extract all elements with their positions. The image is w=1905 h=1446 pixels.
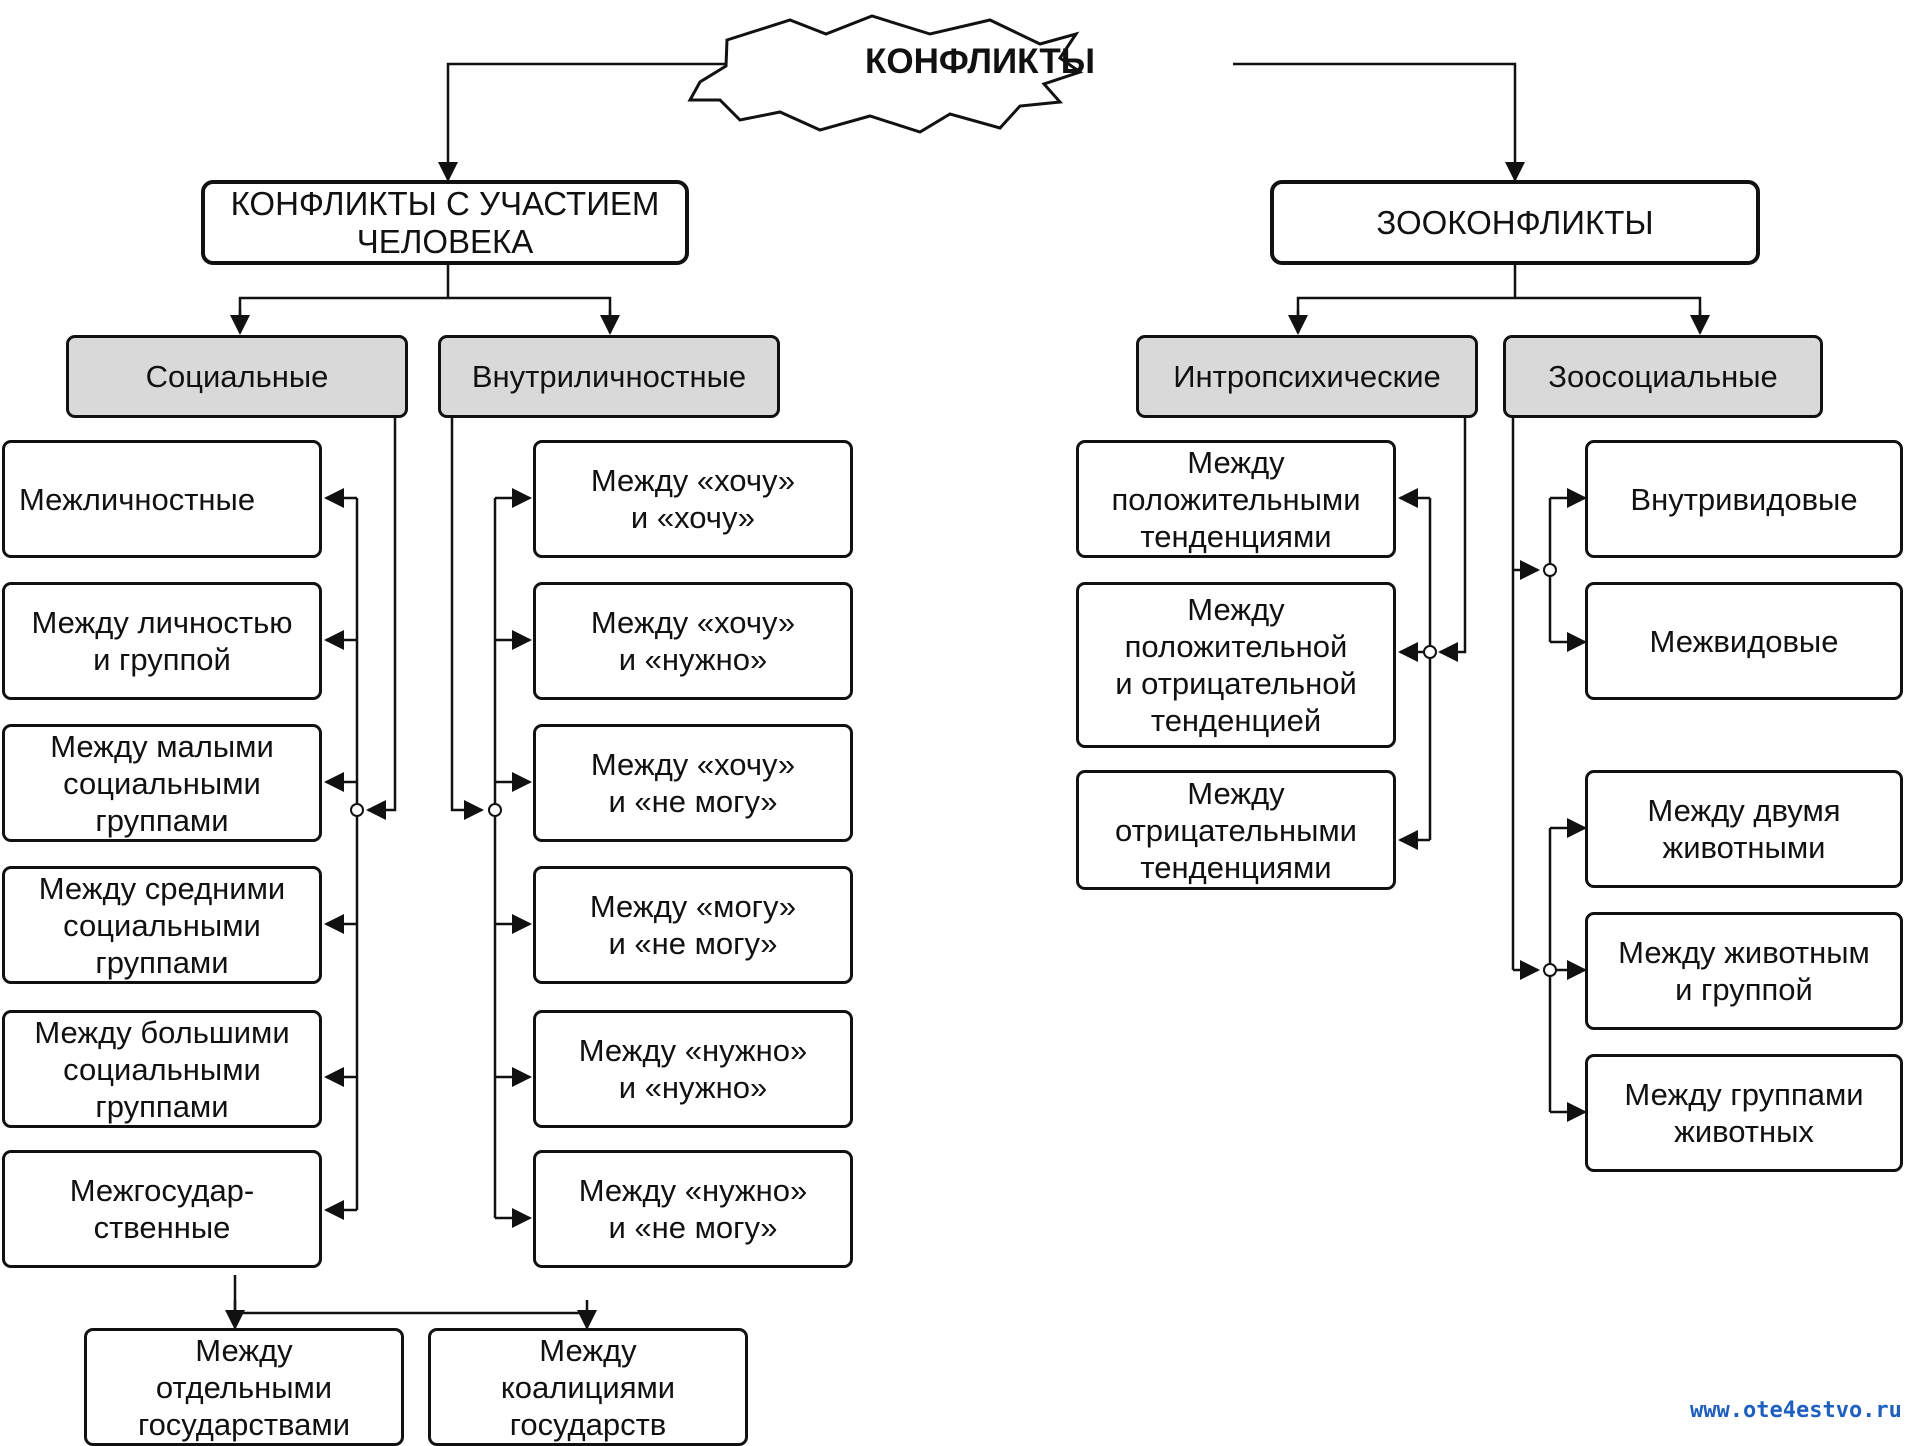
zoosocial-item-label: Между группами животных xyxy=(1624,1077,1864,1149)
social-item-label: Межгосудар- ственные xyxy=(69,1173,255,1245)
social-item: Между большими социальными группами xyxy=(2,1010,322,1128)
social-item: Межличностные xyxy=(2,440,322,558)
zoosocial-item: Межвидовые xyxy=(1585,582,1903,700)
intrapersonal-item: Между «могу» и «не могу» xyxy=(533,866,853,984)
intrapersonal-item-label: Между «хочу» и «хочу» xyxy=(590,463,796,535)
social-item-label: Межличностные xyxy=(19,481,256,517)
intrapersonal-item: Между «хочу» и «хочу» xyxy=(533,440,853,558)
intrapersonal-item-label: Между «нужно» и «нужно» xyxy=(578,1033,808,1105)
zoo-conflicts-label: ЗООКОНФЛИКТЫ xyxy=(1376,203,1654,241)
intrapersonal-item-label: Между «могу» и «не могу» xyxy=(589,889,797,961)
intropsychic-item-label: Между отрицательными тенденциями xyxy=(1115,775,1357,885)
social-label: Социальные xyxy=(145,359,329,394)
root-starburst xyxy=(687,14,1084,134)
intrapersonal-item: Между «хочу» и «нужно» xyxy=(533,582,853,700)
zoosocial-item: Между двумя животными xyxy=(1585,770,1903,888)
zoo-conflicts-box: ЗООКОНФЛИКТЫ xyxy=(1270,180,1760,265)
zoosocial-item-label: Межвидовые xyxy=(1649,623,1839,659)
zoosocial-item: Между группами животных xyxy=(1585,1054,1903,1172)
intrapersonal-item: Между «нужно» и «не могу» xyxy=(533,1150,853,1268)
intrapersonal-label: Внутриличностные xyxy=(471,359,747,394)
zoosocial-item-label: Внутривидовые xyxy=(1630,481,1858,517)
social-item-label: Между большими социальными группами xyxy=(34,1014,290,1124)
intergov-sub-item: Между отдельными государствами xyxy=(84,1328,404,1446)
root-title: КОНФЛИКТЫ xyxy=(865,42,1095,81)
intropsychic-item: Между отрицательными тенденциями xyxy=(1076,770,1396,890)
intrapersonal-box: Внутриличностные xyxy=(438,335,780,418)
zoosocial-item-label: Между двумя животными xyxy=(1647,793,1841,865)
human-conflicts-box: КОНФЛИКТЫ С УЧАСТИЕМ ЧЕЛОВЕКА xyxy=(201,180,689,265)
zoosocial-item-label: Между животным и группой xyxy=(1618,935,1870,1007)
social-item: Между личностью и группой xyxy=(2,582,322,700)
social-item-label: Между малыми социальными группами xyxy=(50,728,274,838)
zoosocial-label: Зоосоциальные xyxy=(1548,359,1778,394)
intropsychic-item: Между положительными тенденциями xyxy=(1076,440,1396,558)
intropsychic-box: Интропсихические xyxy=(1136,335,1478,418)
intergov-sub-label: Между коалициями государств xyxy=(500,1332,676,1442)
intrapersonal-item-label: Между «хочу» и «не могу» xyxy=(590,747,796,819)
intropsychic-label: Интропсихические xyxy=(1173,359,1441,394)
social-item: Межгосудар- ственные xyxy=(2,1150,322,1268)
social-item: Между малыми социальными группами xyxy=(2,724,322,842)
intropsychic-item-label: Между положительной и отрицательной тенд… xyxy=(1115,592,1357,738)
social-item-label: Между средними социальными группами xyxy=(38,870,286,980)
zoosocial-box: Зоосоциальные xyxy=(1503,335,1823,418)
intrapersonal-item: Между «хочу» и «не могу» xyxy=(533,724,853,842)
intropsychic-item: Между положительной и отрицательной тенд… xyxy=(1076,582,1396,748)
human-conflicts-label: КОНФЛИКТЫ С УЧАСТИЕМ ЧЕЛОВЕКА xyxy=(230,184,660,260)
watermark: www.ote4estvo.ru xyxy=(1690,1398,1902,1423)
intrapersonal-item-label: Между «нужно» и «не могу» xyxy=(578,1173,808,1245)
social-item-label: Между личностью и группой xyxy=(31,605,293,677)
zoosocial-item: Между животным и группой xyxy=(1585,912,1903,1030)
intergov-sub-item: Между коалициями государств xyxy=(428,1328,748,1446)
intropsychic-item-label: Между положительными тенденциями xyxy=(1111,444,1361,554)
intergov-sub-label: Между отдельными государствами xyxy=(137,1332,351,1442)
zoosocial-item: Внутривидовые xyxy=(1585,440,1903,558)
intrapersonal-item-label: Между «хочу» и «нужно» xyxy=(590,605,796,677)
intrapersonal-item: Между «нужно» и «нужно» xyxy=(533,1010,853,1128)
social-box: Социальные xyxy=(66,335,408,418)
social-item: Между средними социальными группами xyxy=(2,866,322,984)
